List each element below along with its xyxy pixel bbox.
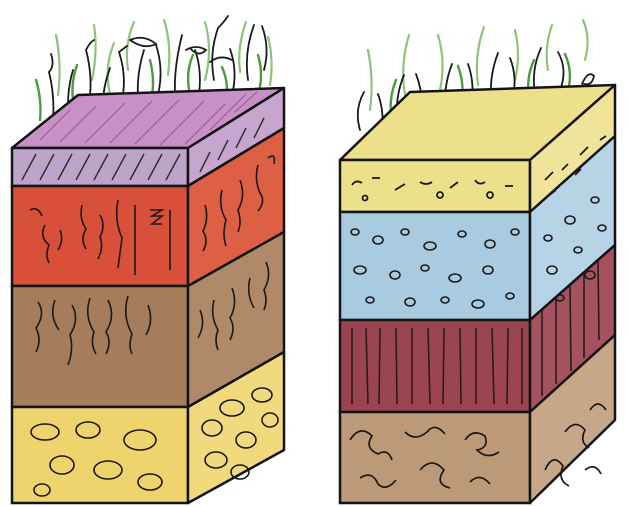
left-front-layer-1 [12, 148, 188, 186]
left-front-layer-4 [12, 407, 188, 503]
right-front-layer-2 [340, 212, 530, 320]
right-front-layer-4 [340, 412, 530, 503]
right-front-layer-1 [340, 160, 530, 212]
